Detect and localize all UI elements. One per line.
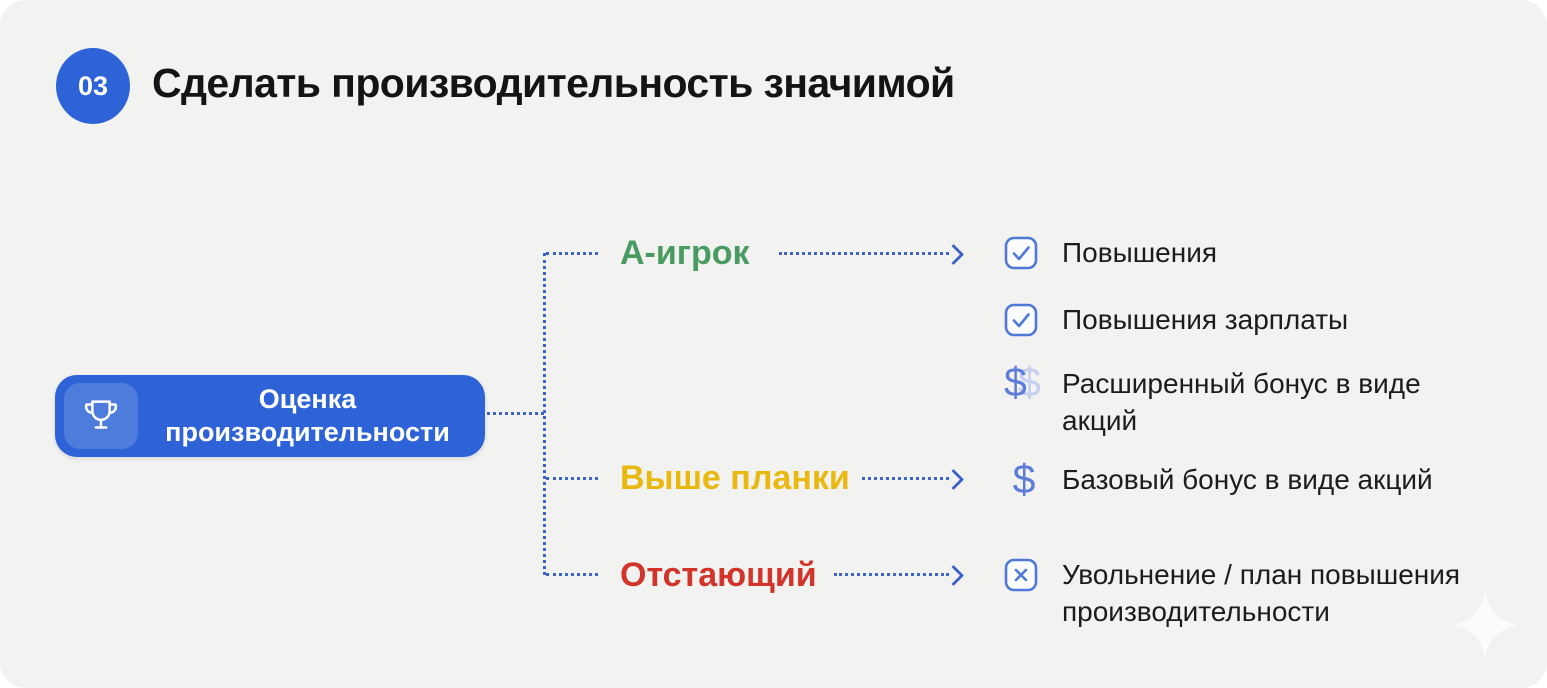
arrow-lagging: [834, 573, 949, 576]
sparkle-icon: [1452, 592, 1518, 658]
root-node-performance-review: Оценка производительности: [55, 375, 485, 457]
arrow-head-a-player: [942, 243, 965, 266]
step-number: 03: [77, 70, 109, 101]
connector-root-to-spine: [487, 412, 544, 415]
branch-label-lagging: Отстающий: [620, 556, 817, 594]
x-box-icon: [1002, 556, 1040, 593]
connector-spine: [543, 253, 546, 575]
trophy-icon-tile: [64, 383, 138, 449]
arrow-head-lagging: [942, 564, 965, 587]
branch-label-a-player: А-игрок: [620, 234, 750, 272]
dollar-icon: $: [1002, 456, 1040, 502]
double-dollar-icon: $ $: [1002, 361, 1041, 402]
trophy-icon: [84, 400, 118, 429]
checkbox-checked-icon: [1002, 301, 1040, 338]
outcome-dismissal-pip: Увольнение / план повышения производител…: [1002, 556, 1512, 630]
step-number-badge: 03: [56, 48, 130, 124]
arrow-above-bar: [862, 477, 949, 480]
connector-spine-to-branch-2: [546, 477, 598, 480]
outcome-salary-raises: Повышения зарплаты: [1002, 301, 1348, 338]
arrow-head-above-bar: [942, 468, 965, 491]
outcome-promotions: Повышения: [1002, 234, 1217, 271]
outcome-label: Повышения зарплаты: [1062, 304, 1349, 335]
arrow-a-player: [779, 252, 949, 255]
outcome-extended-stock-bonus: $ $ Расширенный бонус в виде акций: [1002, 361, 1462, 439]
outcome-base-stock-bonus: $ Базовый бонус в виде акций: [1002, 456, 1433, 502]
connector-spine-to-branch-1: [546, 252, 598, 255]
dollar-glyph: $: [1004, 358, 1027, 405]
outcome-label: Базовый бонус в виде акций: [1062, 464, 1433, 495]
page-title: Сделать производительность значимой: [152, 60, 955, 106]
outcome-label: Расширенный бонус в виде акций: [1062, 368, 1421, 436]
checkbox-checked-icon: [1002, 234, 1040, 271]
outcome-label: Увольнение / план повышения производител…: [1062, 559, 1461, 627]
dollar-glyph-light: $: [1018, 358, 1041, 405]
root-node-label: Оценка производительности: [165, 384, 450, 447]
dollar-glyph: $: [1012, 456, 1036, 502]
branch-label-above-bar: Выше планки: [620, 459, 850, 497]
connector-spine-to-branch-3: [546, 573, 598, 576]
outcome-label: Повышения: [1062, 237, 1217, 268]
